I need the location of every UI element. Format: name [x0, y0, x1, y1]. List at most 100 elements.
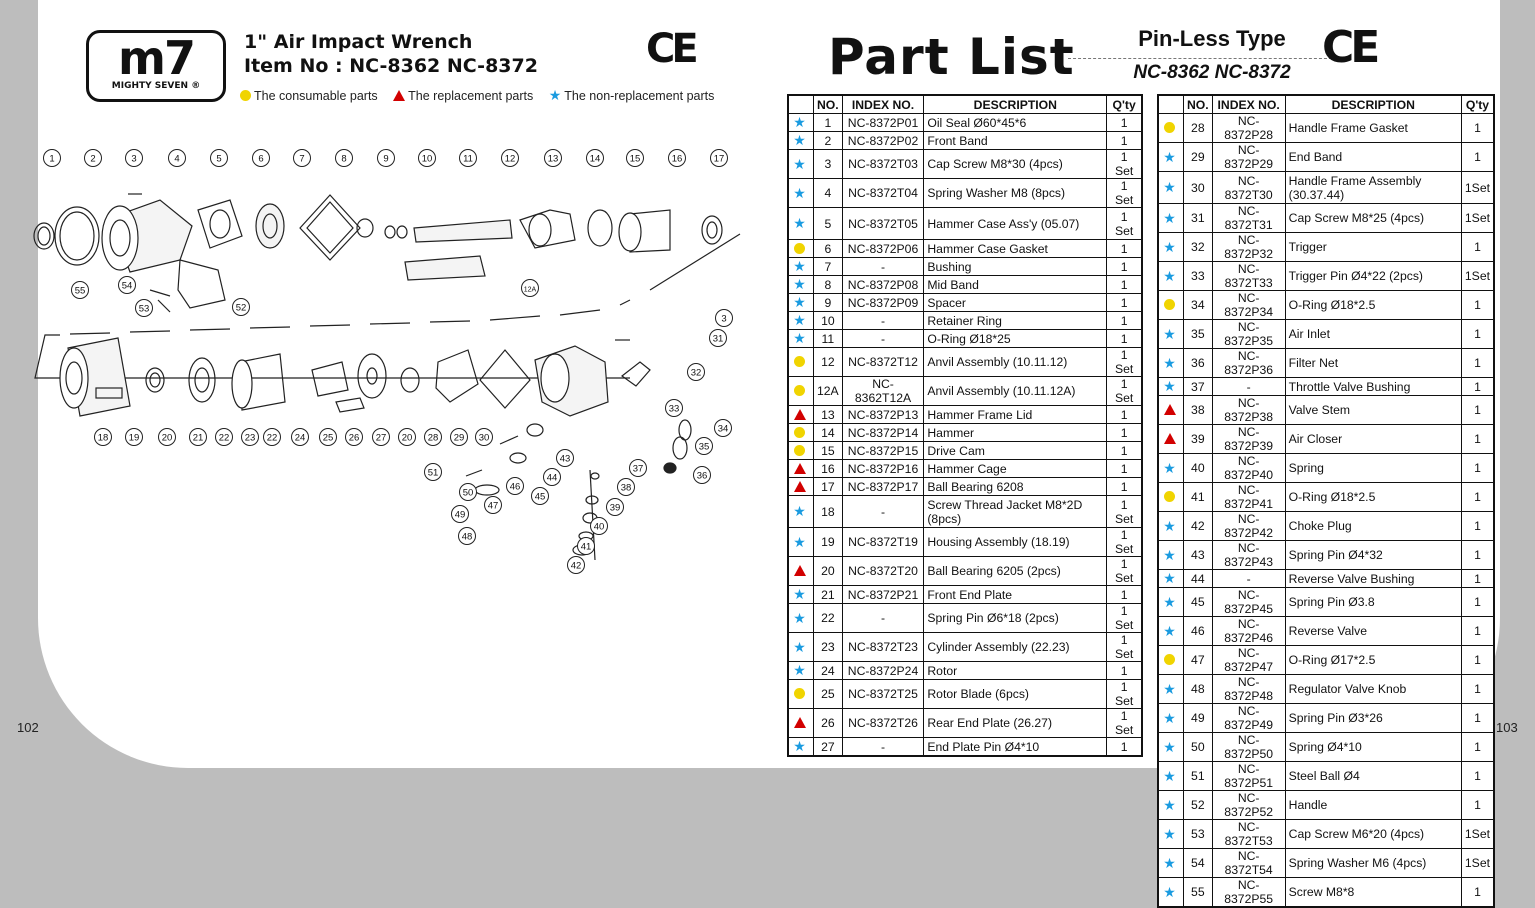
- part-description: Hammer Cage: [923, 459, 1108, 478]
- part-description: Choke Plug: [1284, 511, 1462, 541]
- part-no: 39: [1183, 424, 1213, 454]
- part-no: 20: [813, 556, 843, 586]
- part-qty: 1: [1460, 877, 1495, 908]
- part-qty: 1: [1460, 232, 1495, 262]
- part-description: Anvil Assembly (10.11.12A): [923, 376, 1108, 406]
- page-number-right: 103: [1496, 720, 1518, 735]
- star-icon: ★: [1163, 517, 1176, 534]
- part-no: 11: [813, 329, 843, 348]
- part-qty: 1: [1106, 257, 1143, 276]
- svg-text:14: 14: [590, 153, 601, 164]
- page-number-left: 102: [17, 720, 39, 735]
- callout-32: 32: [687, 363, 705, 381]
- part-category: [1157, 290, 1184, 320]
- part-category: ★: [787, 275, 814, 294]
- star-icon: ★: [1163, 378, 1176, 394]
- part-qty: 1: [1460, 113, 1495, 143]
- star-icon: ★: [793, 662, 806, 678]
- callout-4: 4: [168, 149, 186, 167]
- dot-icon: [1164, 491, 1175, 502]
- star-icon: ★: [1163, 325, 1176, 342]
- part-qty: 1: [1106, 459, 1143, 478]
- callout-6: 6: [252, 149, 270, 167]
- svg-text:4: 4: [174, 153, 179, 164]
- part-description: Spring Washer M8 (8pcs): [923, 178, 1108, 208]
- svg-text:18: 18: [98, 432, 109, 443]
- star-icon: ★: [1163, 854, 1176, 871]
- part-list-title: Part List: [828, 28, 1075, 86]
- star-icon: ★: [1163, 883, 1176, 900]
- part-description: Rotor: [923, 661, 1108, 680]
- part-no: 28: [1183, 113, 1213, 143]
- svg-text:43: 43: [560, 453, 571, 464]
- part-no: 31: [1183, 203, 1213, 233]
- part-description: Handle: [1284, 790, 1462, 820]
- svg-text:3: 3: [131, 153, 136, 164]
- callout-52: 52: [232, 298, 250, 316]
- part-description: Spring Pin Ø4*32: [1284, 540, 1462, 570]
- ce-mark-right: CE: [1322, 22, 1380, 73]
- part-category: [787, 376, 814, 406]
- svg-text:15: 15: [630, 153, 641, 164]
- part-category: [787, 556, 814, 586]
- star-icon: ★: [1163, 767, 1176, 784]
- part-category: ★: [1157, 587, 1184, 617]
- svg-text:29: 29: [454, 432, 465, 443]
- dot-icon: [794, 242, 805, 254]
- triangle-icon: [793, 565, 806, 576]
- part-index: NC-8372P09: [841, 293, 925, 312]
- logo-mark: m7: [118, 31, 196, 85]
- part-no: 18: [813, 495, 843, 528]
- callout-31: 31: [709, 329, 727, 347]
- callout-15: 15: [626, 149, 644, 167]
- svg-text:20: 20: [162, 432, 173, 443]
- star-icon: ★: [1163, 738, 1176, 755]
- part-index: NC-8372P02: [841, 131, 925, 150]
- part-category: ★: [1157, 540, 1184, 570]
- callout-35: 35: [695, 437, 713, 455]
- svg-text:22: 22: [267, 432, 278, 443]
- part-qty: 1: [1106, 311, 1143, 330]
- part-category: ★: [1157, 877, 1184, 908]
- part-category: ★: [1157, 453, 1184, 483]
- part-description: Bushing: [923, 257, 1108, 276]
- col-no: NO.: [813, 94, 843, 114]
- star-icon: ★: [793, 155, 806, 172]
- star-icon: ★: [793, 312, 806, 328]
- part-no: 24: [813, 661, 843, 680]
- dot-icon: [1164, 654, 1175, 665]
- callout-41: 41: [577, 537, 595, 555]
- part-qty: 1: [1460, 482, 1495, 512]
- part-description: End Band: [1284, 142, 1462, 172]
- part-category: ★: [1157, 616, 1184, 646]
- svg-text:52: 52: [236, 302, 247, 313]
- part-qty: 1: [1106, 737, 1143, 757]
- part-index: NC-8372T04: [841, 178, 925, 208]
- part-description: Housing Assembly (18.19): [923, 527, 1108, 557]
- callout-54: 54: [118, 276, 136, 294]
- col-qty: Q'ty: [1106, 94, 1143, 114]
- star-icon: ★: [1163, 148, 1176, 165]
- part-category: ★: [1157, 819, 1184, 849]
- part-index: NC-8372P32: [1211, 232, 1286, 262]
- part-qty: 1: [1106, 661, 1143, 680]
- part-category: ★: [1157, 142, 1184, 172]
- part-index: NC-8372T03: [841, 149, 925, 179]
- part-description: Spacer: [923, 293, 1108, 312]
- part-description: Spring Pin Ø6*18 (2pcs): [923, 603, 1108, 633]
- triangle-icon: [1163, 404, 1176, 415]
- part-description: O-Ring Ø17*2.5: [1284, 645, 1462, 675]
- part-qty: 1: [1106, 293, 1143, 312]
- part-index: NC-8372P49: [1211, 703, 1286, 733]
- model-numbers: NC-8362 NC-8372: [1133, 62, 1291, 83]
